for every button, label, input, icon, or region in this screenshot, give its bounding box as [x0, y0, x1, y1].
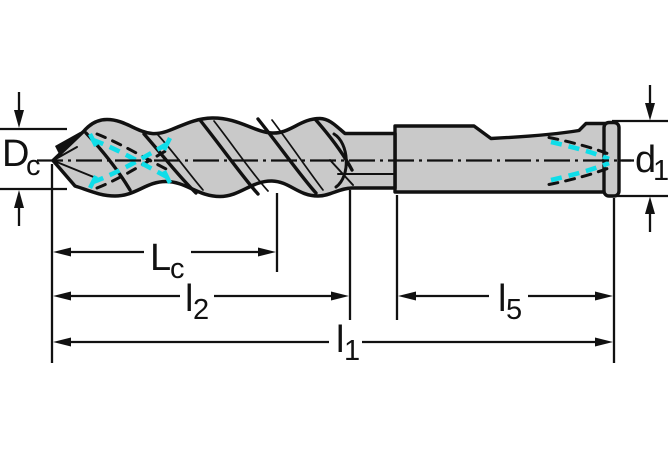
flute-margin-line	[157, 134, 204, 191]
tip-facet-shadow	[55, 131, 84, 156]
flute-margin-line	[271, 119, 324, 191]
coolant-cyan-dash	[550, 160, 610, 183]
coolant-black-dash	[95, 147, 171, 190]
flute-line	[142, 132, 198, 195]
label-l5-sub: 5	[506, 294, 522, 326]
extension-lines	[50, 164, 616, 363]
flute-line	[198, 118, 260, 196]
l1-arrowhead-right	[595, 337, 613, 347]
label-d1-base: d	[635, 139, 656, 181]
coolant-black-dash	[95, 132, 172, 173]
label-lc-base: L	[150, 237, 171, 279]
label-d1-sub: 1	[653, 155, 669, 187]
flute-runout-curve	[332, 132, 348, 189]
coolant-cyan-dash	[92, 137, 169, 180]
d1-arrowhead-up	[645, 196, 655, 214]
d1-arrowhead-down	[645, 103, 655, 121]
dc-arrowhead-down	[14, 110, 24, 128]
label-l2-sub: 2	[193, 294, 209, 326]
coolant-channels-tip	[88, 132, 172, 190]
dimension-d1	[612, 85, 668, 232]
flute-margin-line	[213, 120, 269, 192]
drill-body	[51, 116, 397, 199]
coolant-cyan-dash	[550, 139, 610, 162]
coolant-channels-shank	[547, 136, 613, 186]
flute-runout-line	[329, 159, 354, 186]
lc-arrowhead-right	[258, 247, 276, 257]
label-dc-sub: c	[26, 150, 41, 182]
dimension-l2	[53, 291, 349, 301]
label-l5-base: l	[498, 278, 506, 320]
label-l1-base: l	[336, 319, 344, 361]
label-lc-sub: c	[170, 253, 185, 285]
l5-arrowhead-right	[595, 291, 613, 301]
l2-arrowhead-right	[331, 291, 349, 301]
l1-arrowhead-left	[53, 337, 71, 347]
dimension-lc	[53, 247, 276, 257]
coolant-end-tick	[162, 137, 172, 151]
label-l2-base: l	[185, 278, 193, 320]
lc-arrowhead-left	[53, 247, 71, 257]
tip-chisel-line	[52, 146, 78, 162]
fluted-body-outline	[51, 116, 397, 199]
dimension-dc	[0, 92, 67, 226]
coolant-end-tick	[88, 133, 98, 147]
coolant-black-dash	[547, 165, 613, 186]
tip-facet-line	[52, 159, 97, 179]
dimension-l1	[53, 337, 613, 347]
flute-line	[313, 117, 354, 172]
l5-arrowhead-left	[398, 291, 416, 301]
dimension-l5	[398, 291, 613, 301]
coolant-end-tick	[162, 170, 172, 184]
l2-arrowhead-left	[53, 291, 71, 301]
dimension-labels: D c d 1 L c l 2 l 5 l 1	[2, 133, 669, 367]
drill-shank	[393, 120, 621, 198]
dc-arrowhead-up	[14, 190, 24, 208]
label-l1-sub: 1	[344, 335, 360, 367]
shank-outline	[393, 121, 608, 194]
coolant-cyan-dash	[92, 142, 169, 185]
coolant-end-tick	[88, 175, 98, 189]
coolant-black-dash	[547, 136, 613, 157]
label-dc-base: D	[2, 133, 29, 175]
